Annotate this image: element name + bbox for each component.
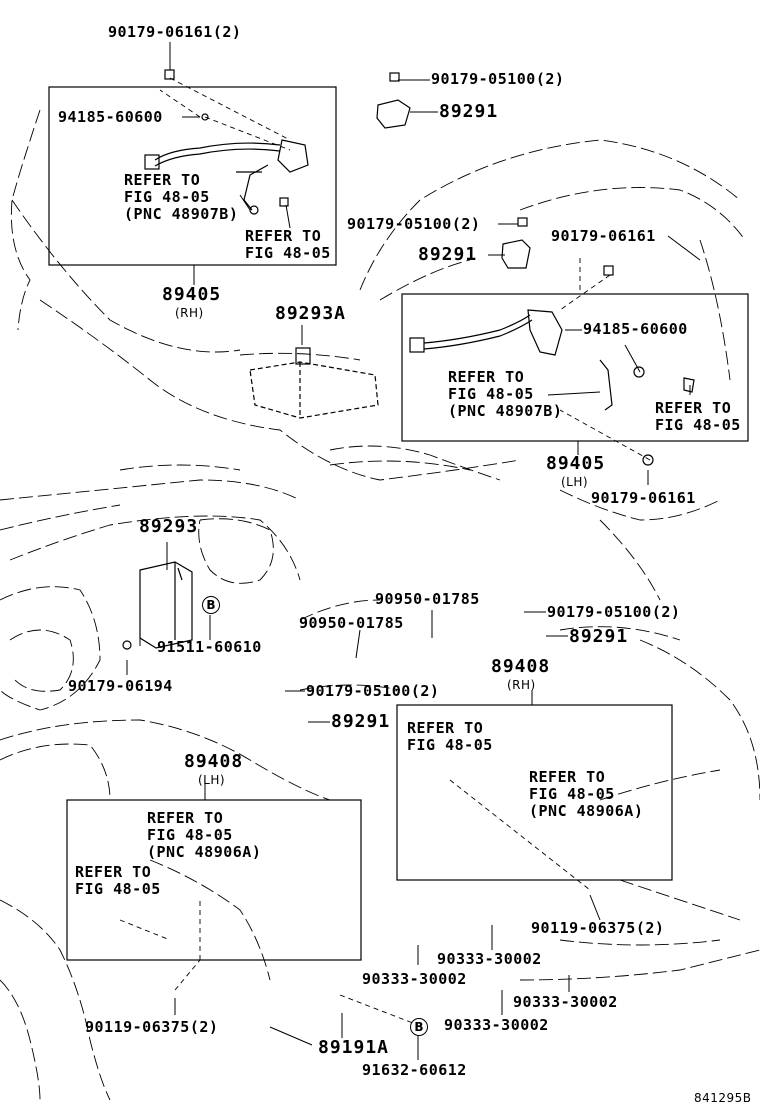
label-89405-lh: 89405 [546,453,606,474]
label-90179-06194: 90179-06194 [68,677,173,695]
label-89405-rh: 89405 [162,284,222,305]
label-89293: 89293 [139,516,199,537]
label-89408-rh: 89408 [491,656,551,677]
label-90950-01785-right: 90950-01785 [375,590,480,608]
label-90950-01785-left: 90950-01785 [299,614,404,632]
label-94185-60600-rh: 94185-60600 [58,108,163,126]
label-90333-30002-d: 90333-30002 [444,1016,549,1034]
box-89408-lh [66,799,362,961]
ecu-89293 [122,561,193,650]
label-90119-06375-2-lh: 90119-06375(2) [85,1018,219,1036]
marker-b-bottom: B [410,1018,428,1036]
label-90333-30002-a: 90333-30002 [437,950,542,968]
sensor-89291-mid [501,217,614,276]
label-90179-05100-2-lh: 90179-05100(2) [306,682,440,700]
label-89405-lh-side: (LH) [561,475,589,489]
label-90333-30002-c: 90333-30002 [513,993,618,1011]
label-90179-06161-lh: 90179-06161 [591,489,696,507]
label-91511-60610: 91511-60610 [157,638,262,656]
label-89408-rh-side: (RH) [507,678,536,692]
relay-89293a [249,347,379,419]
label-89405-rh-side: (RH) [175,306,204,320]
label-89293a: 89293A [275,303,347,324]
sensor-89405-rh [144,139,309,215]
label-90179-06161-2-top: 90179-06161(2) [108,23,242,41]
label-90119-06375-2-rh: 90119-06375(2) [531,919,665,937]
box-89405-rh [48,86,337,266]
marker-b-ecu: B [202,596,220,614]
label-90179-06161-mid: 90179-06161 [551,227,656,245]
label-89191a: 89191A [318,1037,390,1058]
label-91632-60612: 91632-60612 [362,1061,467,1079]
label-89408-lh-side: (LH) [198,773,226,787]
label-94185-60600-lh: 94185-60600 [583,320,688,338]
vehicle-outline [0,109,760,1101]
box-89408-rh [396,704,673,881]
label-90179-05100-2-rh: 90179-05100(2) [547,603,681,621]
sensor-89291-upper [164,69,411,129]
label-90179-05100-2-mid: 90179-05100(2) [347,215,481,233]
sensor-89405-lh [409,309,695,466]
label-89291-lh: 89291 [331,711,391,732]
diagram-code: 841295B [694,1091,752,1105]
label-90179-05100-2-top: 90179-05100(2) [431,70,565,88]
label-89291-top: 89291 [439,101,499,122]
label-89408-lh: 89408 [184,751,244,772]
label-90333-30002-b: 90333-30002 [362,970,467,988]
label-89291-mid: 89291 [418,244,478,265]
box-89405-lh [401,293,749,442]
label-89291-rh: 89291 [569,626,629,647]
